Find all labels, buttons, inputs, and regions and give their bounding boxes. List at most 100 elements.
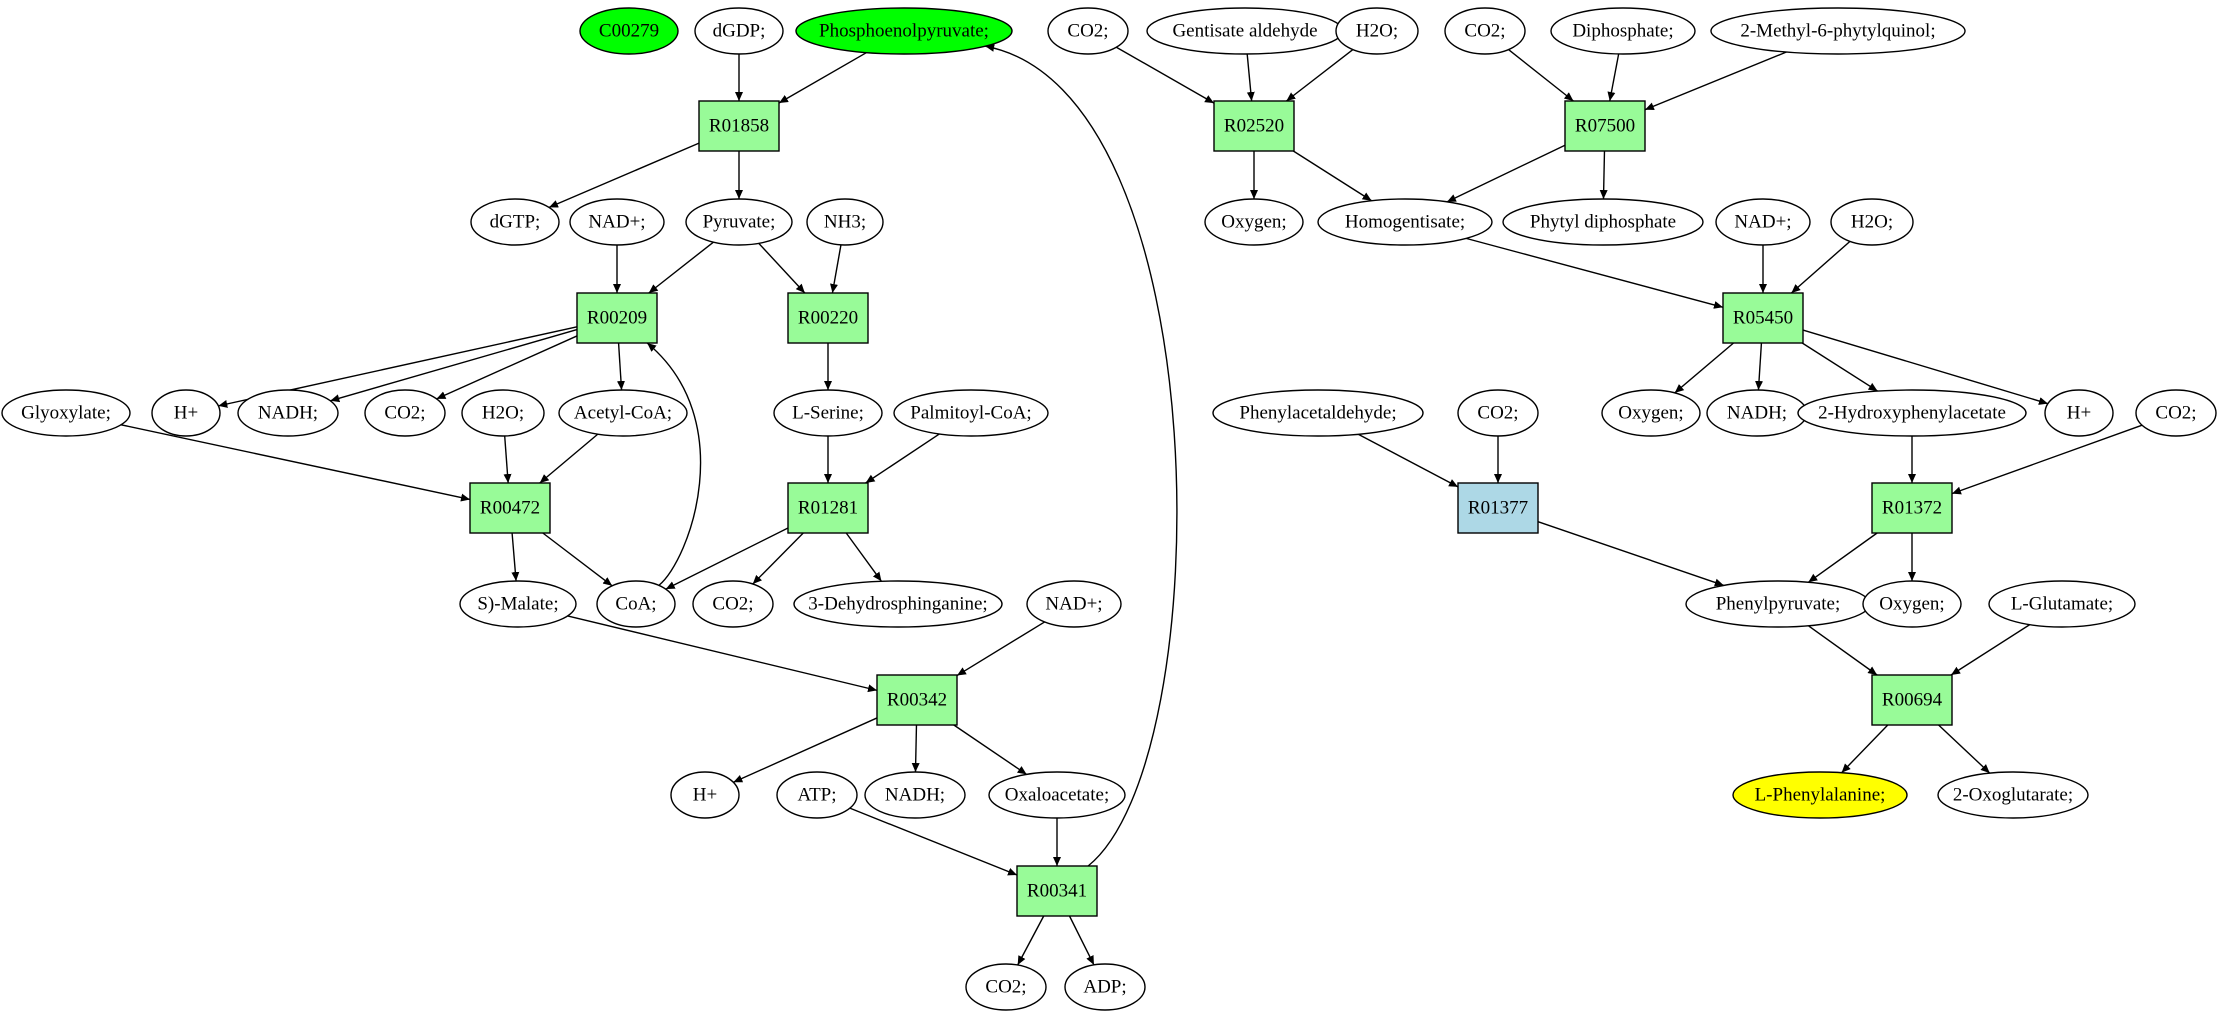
reaction-node-r07500[interactable]: R07500 — [1564, 100, 1646, 152]
edge-r00209-to-co2a — [436, 335, 578, 400]
compound-ellipse — [1335, 7, 1419, 55]
compound-node-phenylpyruvate[interactable]: Phenylpyruvate; — [1685, 580, 1871, 628]
compound-node-hpa[interactable]: 2-Hydroxyphenylacetate — [1797, 389, 2027, 437]
compound-ellipse — [1988, 580, 2136, 628]
reaction-node-r01377[interactable]: R01377 — [1457, 482, 1539, 534]
reaction-label: R05450 — [1733, 308, 1793, 329]
edge-r01281-to-co-a — [665, 527, 789, 590]
compound-node-co2f[interactable]: CO2; — [1457, 389, 1539, 437]
edge-r00472-to-smalate — [511, 532, 520, 582]
edge-homogentisate-to-r05450 — [1465, 237, 1724, 309]
compound-ellipse — [1862, 580, 1962, 628]
compound-label: 2-Methyl-6-phytylquinol; — [1740, 21, 1935, 42]
reaction-node-r00220[interactable]: R00220 — [787, 292, 869, 344]
reaction-node-r01858[interactable]: R01858 — [698, 100, 780, 152]
reaction-node-r00209[interactable]: R00209 — [576, 292, 658, 344]
compound-node-hp2[interactable]: H+ — [670, 771, 740, 819]
compound-node-pyruvate[interactable]: Pyruvate; — [685, 198, 793, 246]
compound-node-oxoglutarate[interactable]: 2-Oxoglutarate; — [1937, 771, 2089, 819]
compound-label: CO2; — [1464, 21, 1505, 42]
reaction-node-r01281[interactable]: R01281 — [787, 482, 869, 534]
compound-node-h2-o2[interactable]: H2O; — [1335, 7, 1419, 55]
compound-ellipse — [364, 389, 446, 437]
reaction-node-r00341[interactable]: R00341 — [1016, 865, 1098, 917]
compound-node-co2c[interactable]: CO2; — [965, 963, 1047, 1011]
compound-ellipse — [1064, 963, 1146, 1011]
compound-node-mpq[interactable]: 2-Methyl-6-phytylquinol; — [1710, 7, 1966, 55]
compound-label: Homogentisate; — [1345, 212, 1465, 233]
compound-node-nh3[interactable]: NH3; — [806, 198, 884, 246]
compound-label: L-Serine; — [792, 403, 864, 424]
compound-node-c00279[interactable]: C00279 — [579, 7, 679, 55]
compound-node-nadh2[interactable]: NADH; — [864, 771, 966, 819]
compound-node-nadp1[interactable]: NAD+; — [569, 198, 665, 246]
compound-label: Pyruvate; — [703, 212, 776, 233]
compound-node-glyoxylate[interactable]: Glyoxylate; — [1, 389, 131, 437]
compound-node-oxygen3[interactable]: Oxygen; — [1862, 580, 1962, 628]
compound-node-oxygen2[interactable]: Oxygen; — [1601, 389, 1701, 437]
compound-ellipse — [1444, 7, 1526, 55]
compound-label: CO2; — [712, 594, 753, 615]
compound-label: CO2; — [2155, 403, 2196, 424]
compound-node-oxygen1[interactable]: Oxygen; — [1204, 198, 1304, 246]
compound-node-palmitoyl-co-a[interactable]: Palmitoyl-CoA; — [893, 389, 1049, 437]
compound-node-smalate[interactable]: S)-Malate; — [459, 580, 577, 628]
compound-node-co-a[interactable]: CoA; — [596, 580, 676, 628]
compound-node-d-gdp[interactable]: dGDP; — [694, 7, 784, 55]
compound-node-nadp3[interactable]: NAD+; — [1715, 198, 1811, 246]
compound-label: dGTP; — [490, 212, 541, 233]
compound-ellipse — [1797, 389, 2027, 437]
compound-node-oxaloacetate[interactable]: Oxaloacetate; — [988, 771, 1126, 819]
compound-node-atp[interactable]: ATP; — [776, 771, 858, 819]
compound-node-pep[interactable]: Phosphoenolpyruvate; — [795, 7, 1013, 55]
compound-node-co2a[interactable]: CO2; — [364, 389, 446, 437]
compound-ellipse — [2135, 389, 2217, 437]
compound-ellipse — [1715, 198, 1811, 246]
compound-label: CO2; — [384, 403, 425, 424]
compound-label: 2-Hydroxyphenylacetate — [1818, 403, 2006, 424]
compound-node-hp1[interactable]: H+ — [151, 389, 221, 437]
edge-h2-o1-to-r00472 — [503, 435, 512, 484]
compound-node-acetyl-co-a[interactable]: Acetyl-CoA; — [558, 389, 688, 437]
reaction-node-r05450[interactable]: R05450 — [1722, 292, 1804, 344]
compound-node-co2d[interactable]: CO2; — [1047, 7, 1129, 55]
reaction-node-r00342[interactable]: R00342 — [876, 674, 958, 726]
compound-node-homogentisate[interactable]: Homogentisate; — [1317, 198, 1493, 246]
reaction-label: R00472 — [480, 498, 540, 519]
compound-node-gentisate[interactable]: Gentisate aldehyde — [1146, 7, 1344, 55]
compound-node-h2-o1[interactable]: H2O; — [461, 389, 545, 437]
reaction-node-r00694[interactable]: R00694 — [1871, 674, 1953, 726]
compound-label: L-Phenylalanine; — [1755, 785, 1886, 806]
compound-node-nadh3[interactable]: NADH; — [1706, 389, 1808, 437]
compound-node-adp[interactable]: ADP; — [1064, 963, 1146, 1011]
compound-node-dehydrosphinganine[interactable]: 3-Dehydrosphinganine; — [793, 580, 1003, 628]
edge-r00341-to-pep — [985, 43, 1178, 867]
compound-node-lglutamate[interactable]: L-Glutamate; — [1988, 580, 2136, 628]
compound-ellipse — [1601, 389, 1701, 437]
compound-node-lphe[interactable]: L-Phenylalanine; — [1732, 771, 1908, 819]
edge-r01281-to-co2b — [752, 532, 804, 585]
compound-node-co2g[interactable]: CO2; — [2135, 389, 2217, 437]
compound-ellipse — [470, 198, 560, 246]
reaction-node-r02520[interactable]: R02520 — [1213, 100, 1295, 152]
reaction-box — [1871, 674, 1953, 726]
compound-node-phenylacetaldehyde[interactable]: Phenylacetaldehyde; — [1212, 389, 1424, 437]
compound-node-h2-o3[interactable]: H2O; — [1830, 198, 1914, 246]
compound-node-nadp2[interactable]: NAD+; — [1026, 580, 1122, 628]
compound-ellipse — [459, 580, 577, 628]
reaction-node-r01372[interactable]: R01372 — [1871, 482, 1953, 534]
compound-node-hp3[interactable]: H+ — [2044, 389, 2114, 437]
reaction-node-r00472[interactable]: R00472 — [469, 482, 551, 534]
compound-node-d-gtp[interactable]: dGTP; — [470, 198, 560, 246]
compound-node-diphosphate[interactable]: Diphosphate; — [1550, 7, 1696, 55]
compound-ellipse — [1457, 389, 1539, 437]
edge-nh3-to-r00220 — [830, 244, 842, 294]
compound-node-co2e[interactable]: CO2; — [1444, 7, 1526, 55]
compound-ellipse — [151, 389, 221, 437]
compound-node-co2b[interactable]: CO2; — [692, 580, 774, 628]
compound-node-lserine[interactable]: L-Serine; — [773, 389, 883, 437]
compound-node-nadh1[interactable]: NADH; — [237, 389, 339, 437]
compound-ellipse — [1204, 198, 1304, 246]
reaction-box — [1213, 100, 1295, 152]
compound-node-phytyl-dp[interactable]: Phytyl diphosphate — [1502, 198, 1704, 246]
